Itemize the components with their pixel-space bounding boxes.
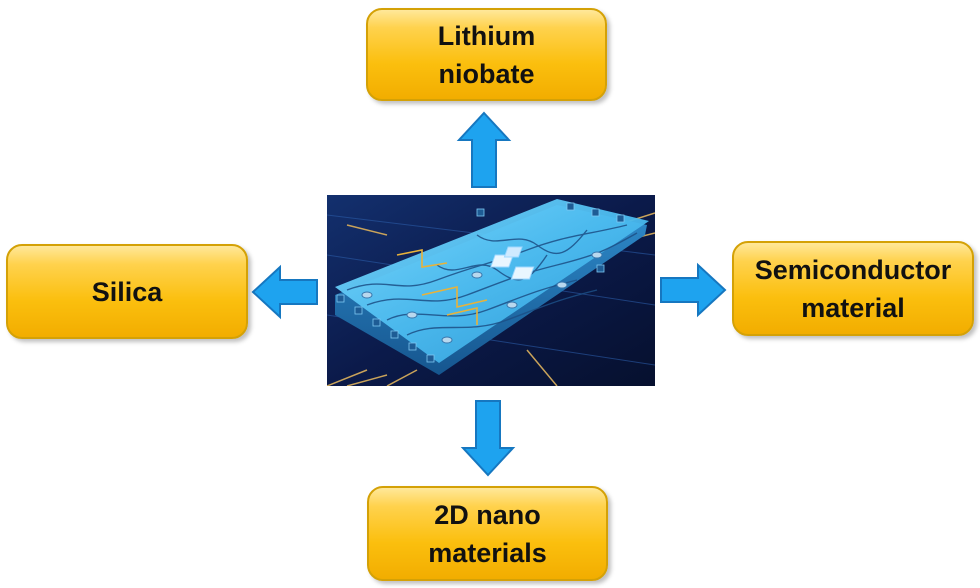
arrow-left-icon bbox=[251, 264, 318, 320]
node-label-line: Semiconductor bbox=[754, 254, 952, 285]
node-2d-nano-materials: 2D nano materials bbox=[367, 486, 608, 581]
node-lithium-niobate: Lithium niobate bbox=[366, 8, 607, 101]
node-label-line: materials bbox=[428, 537, 547, 568]
node-label-line: niobate bbox=[438, 58, 535, 89]
arrow-right-icon bbox=[660, 262, 727, 318]
arrow-up-icon bbox=[456, 111, 512, 188]
node-silica: Silica bbox=[6, 244, 248, 339]
node-label-line: Lithium bbox=[437, 20, 536, 51]
arrow-down-icon bbox=[460, 400, 516, 477]
node-label-line: material bbox=[801, 292, 905, 323]
node-label-line: 2D nano bbox=[434, 499, 541, 530]
node-semiconductor-material: Semiconductor material bbox=[732, 241, 974, 336]
photonic-chip-illustration bbox=[327, 195, 655, 386]
node-label-line: Silica bbox=[91, 276, 163, 307]
